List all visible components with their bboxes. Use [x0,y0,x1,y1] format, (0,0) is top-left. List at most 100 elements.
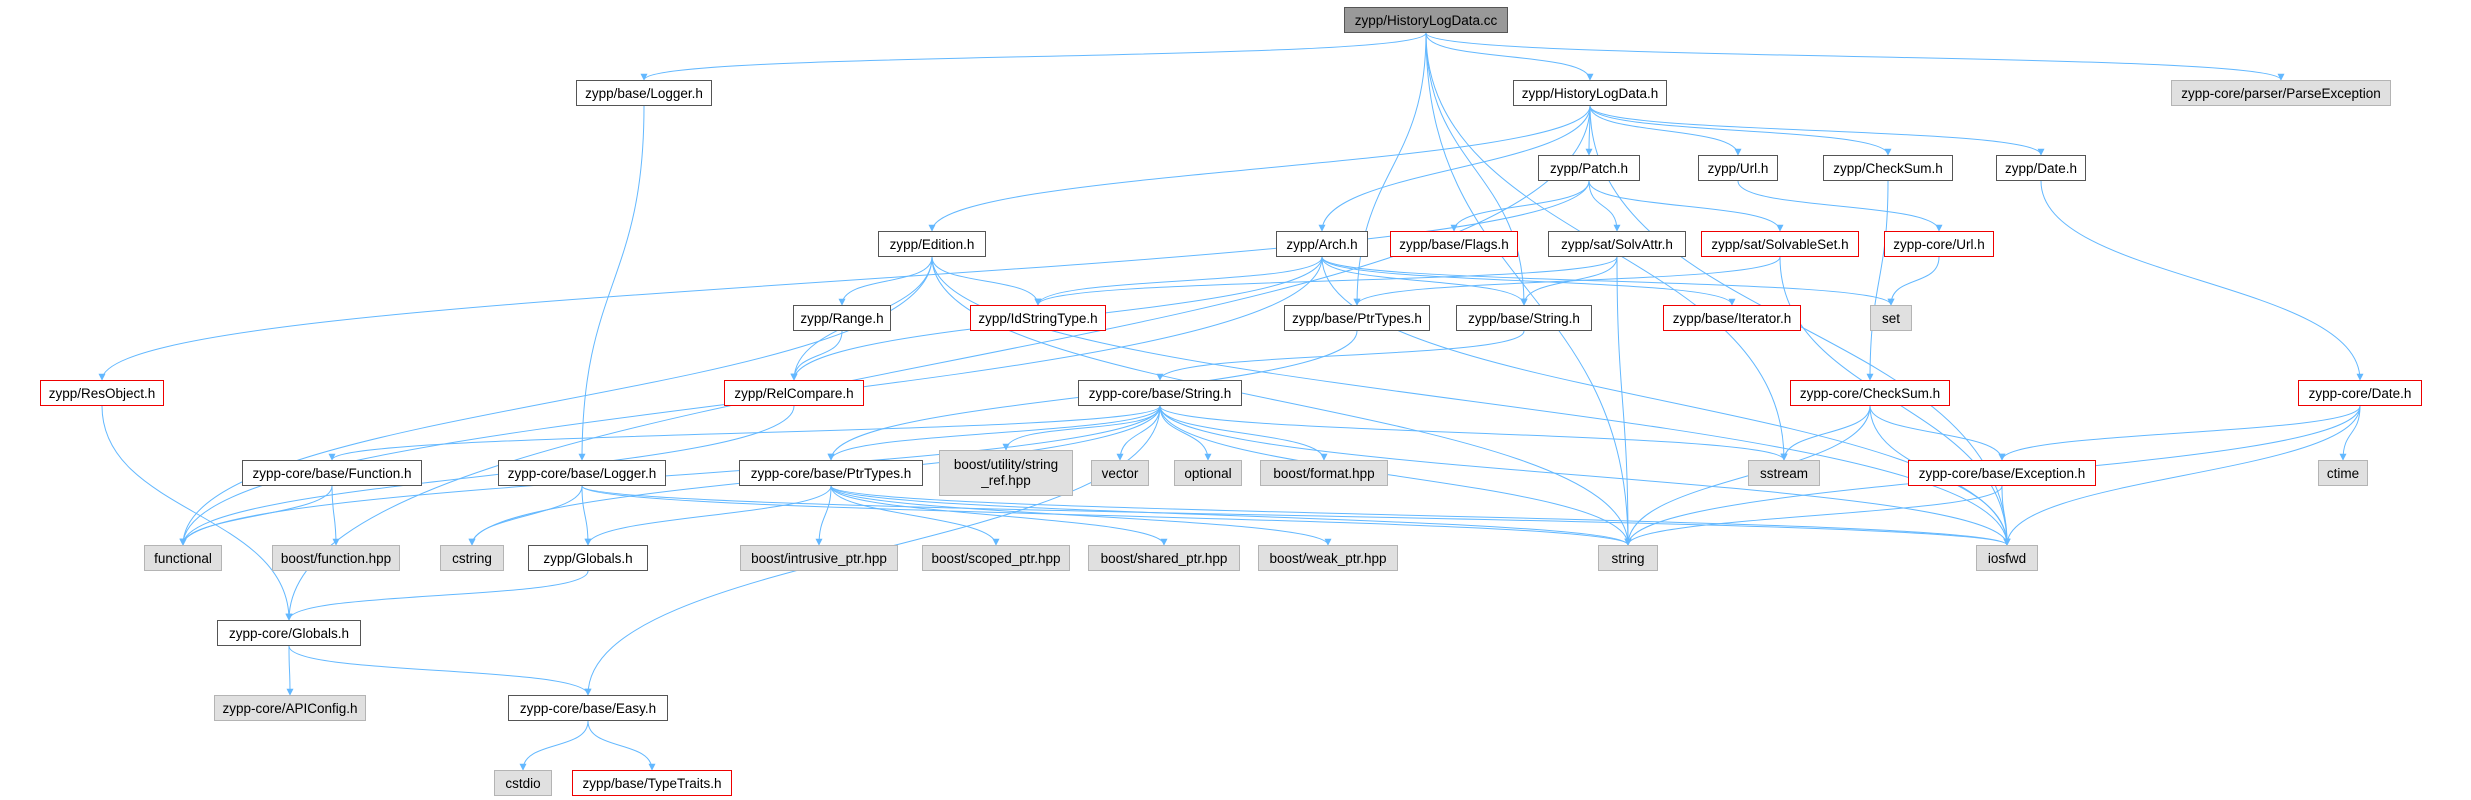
edge-historylogdata_cc-to-string [1425,32,1632,546]
edge-core_logger_h-to-iosfwd [581,485,2011,546]
edge-historylogdata_h-to-date_h [1589,105,2045,156]
node-sat-solvattr-h[interactable]: zypp/sat/SolvAttr.h [1548,231,1686,257]
edge-core_string_h-to-string_ref_hpp [1002,405,1161,451]
edge-core_string_h-to-core_function_h [328,405,1161,461]
edge-core_string_h-to-optional [1159,405,1212,461]
edge-historylogdata_cc-to-base_logger_h [640,32,1427,81]
edge-base_logger_h-to-core_logger_h [578,105,645,461]
node-optional[interactable]: optional [1174,460,1242,486]
edge-core_string_h-to-iosfwd [1159,405,2011,546]
node-set[interactable]: set [1870,305,1912,331]
node-string[interactable]: string [1598,545,1658,571]
node-cstring[interactable]: cstring [440,545,504,571]
edge-historylogdata_cc-to-historylogdata_h [1425,32,1594,81]
node-intrusive-ptr-hpp[interactable]: boost/intrusive_ptr.hpp [740,545,898,571]
node-base-iterator-h[interactable]: zypp/base/Iterator.h [1663,305,1801,331]
edge-sat_solvattr_h-to-string [1616,256,1632,546]
edge-core_logger_h-to-string [581,485,1632,546]
edge-core_checksum_h-to-sstream [1780,405,1871,461]
node-format-hpp[interactable]: boost/format.hpp [1260,460,1388,486]
edge-core_date_h-to-iosfwd [2003,405,2361,546]
node-base-flags-h[interactable]: zypp/base/Flags.h [1390,231,1518,257]
edge-easy_h-to-cstdio [519,720,589,771]
node-apiconfig-h[interactable]: zypp-core/APIConfig.h [214,695,366,721]
edge-historylogdata_cc-to-base_ptrtypes_h [1353,32,1427,306]
node-functional[interactable]: functional [144,545,222,571]
node-range-h[interactable]: zypp/Range.h [793,305,891,331]
node-shared-ptr-hpp[interactable]: boost/shared_ptr.hpp [1088,545,1240,571]
node-parse-exception[interactable]: zypp-core/parser/ParseException [2171,80,2391,106]
edge-arch_h-to-idstringtype_h [1034,256,1323,306]
node-core-globals-h[interactable]: zypp-core/Globals.h [217,620,361,646]
node-sstream[interactable]: sstream [1748,460,1820,486]
node-iosfwd[interactable]: iosfwd [1976,545,2038,571]
edge-core_exception_h-to-iosfwd [2001,485,2011,546]
edge-resobject_h-to-core_globals_h [101,405,293,621]
node-checksum-h[interactable]: zypp/CheckSum.h [1823,155,1953,181]
node-vector[interactable]: vector [1091,460,1149,486]
node-historylogdata-h[interactable]: zypp/HistoryLogData.h [1513,80,1667,106]
node-base-string-h[interactable]: zypp/base/String.h [1456,305,1592,331]
edge-core_ptrtypes_h-to-shared_ptr_hpp [830,485,1168,546]
edge-arch_h-to-base_iterator_h [1321,256,1736,306]
edge-core_date_h-to-core_exception_h [1998,405,2361,461]
node-edition-h[interactable]: zypp/Edition.h [878,231,986,257]
node-easy-h[interactable]: zypp-core/base/Easy.h [508,695,668,721]
node-typetraits-h[interactable]: zypp/base/TypeTraits.h [572,770,732,796]
edge-core_exception_h-to-string [1624,485,2003,546]
edge-core_string_h-to-core_ptrtypes_h [827,405,1161,461]
node-resobject-h[interactable]: zypp/ResObject.h [40,380,164,406]
edge-core_ptrtypes_h-to-iosfwd [830,485,2011,546]
node-core-string-h[interactable]: zypp-core/base/String.h [1078,380,1242,406]
node-core-ptrtypes-h[interactable]: zypp-core/base/PtrTypes.h [739,460,923,486]
edge-core_ptrtypes_h-to-scoped_ptr_hpp [830,485,1000,546]
node-string-ref-hpp[interactable]: boost/utility/string _ref.hpp [939,450,1073,496]
edge-arch_h-to-base_string_h [1321,256,1528,306]
edge-core_ptrtypes_h-to-intrusive_ptr_hpp [815,485,832,546]
edge-globals_h-to-core_globals_h [285,570,589,621]
node-core-url-h[interactable]: zypp-core/Url.h [1884,231,1994,257]
node-core-checksum-h[interactable]: zypp-core/CheckSum.h [1790,380,1950,406]
edge-historylogdata_h-to-checksum_h [1589,105,1892,156]
node-url-h[interactable]: zypp/Url.h [1698,155,1778,181]
node-patch-h[interactable]: zypp/Patch.h [1538,155,1640,181]
node-historylogdata-cc[interactable]: zypp/HistoryLogData.cc [1344,7,1508,33]
edge-edition_h-to-range_h [838,256,933,306]
node-core-logger-h[interactable]: zypp-core/base/Logger.h [498,460,666,486]
node-ctime[interactable]: ctime [2318,460,2368,486]
edge-patch_h-to-sat_solvableset_h [1588,180,1784,232]
edge-url_h-to-core_url_h [1737,180,1943,232]
edge-core_ptrtypes_h-to-string [830,485,1632,546]
node-base-ptrtypes-h[interactable]: zypp/base/PtrTypes.h [1284,305,1430,331]
node-idstringtype-h[interactable]: zypp/IdStringType.h [970,305,1106,331]
node-globals-h[interactable]: zypp/Globals.h [528,545,648,571]
edge-historylogdata_h-to-arch_h [1318,105,1591,232]
edge-core_ptrtypes_h-to-globals_h [584,485,832,546]
edge-core_string_h-to-sstream [1159,405,1788,461]
edge-range_h-to-relcompare_h [790,330,843,381]
node-core-function-h[interactable]: zypp-core/base/Function.h [242,460,422,486]
edge-core_function_h-to-function_hpp [331,485,340,546]
edge-patch_h-to-sat_solvattr_h [1588,180,1621,232]
node-arch-h[interactable]: zypp/Arch.h [1276,231,1368,257]
node-relcompare-h[interactable]: zypp/RelCompare.h [724,380,864,406]
node-core-exception-h[interactable]: zypp-core/base/Exception.h [1908,460,2096,486]
edge-core_string_h-to-functional [179,405,1161,546]
node-base-logger-h[interactable]: zypp/base/Logger.h [576,80,712,106]
edge-sat_solvableset_h-to-base_ptrtypes_h [1353,256,1781,306]
edge-patch_h-to-resobject_h [98,180,1590,381]
node-cstdio[interactable]: cstdio [494,770,552,796]
node-scoped-ptr-hpp[interactable]: boost/scoped_ptr.hpp [922,545,1070,571]
node-date-h[interactable]: zypp/Date.h [1996,155,2086,181]
node-function-hpp[interactable]: boost/function.hpp [272,545,400,571]
node-sat-solvableset-h[interactable]: zypp/sat/SolvableSet.h [1701,231,1859,257]
edge-core_checksum_h-to-core_exception_h [1869,405,2006,461]
edge-core_logger_h-to-globals_h [581,485,592,546]
edge-sat_solvattr_h-to-idstringtype_h [1034,256,1618,306]
node-core-date-h[interactable]: zypp-core/Date.h [2298,380,2422,406]
node-weak-ptr-hpp[interactable]: boost/weak_ptr.hpp [1258,545,1398,571]
edge-historylogdata_cc-to-base_string_h [1425,32,1528,306]
edge-edition_h-to-idstringtype_h [931,256,1042,306]
